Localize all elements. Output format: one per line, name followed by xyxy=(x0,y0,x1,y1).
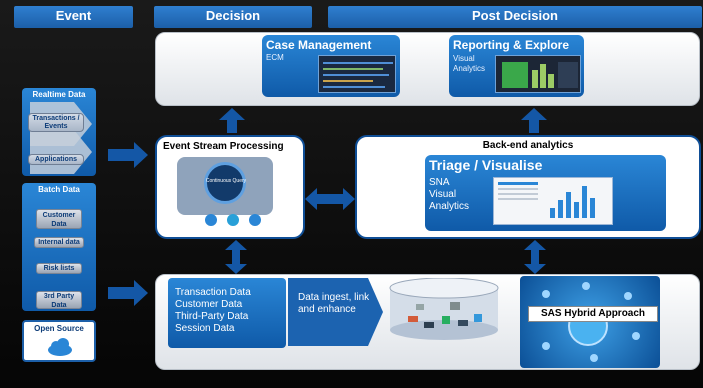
ecm-screenshot xyxy=(318,55,396,93)
realtime-data-box: Realtime Data Transactions / Events Appl… xyxy=(22,88,96,176)
data-line-transaction: Transaction Data xyxy=(175,287,251,298)
transactions-events-item: Transactions / Events xyxy=(28,113,84,132)
hybrid-node xyxy=(582,282,590,290)
reporting-explore-box: Reporting & Explore Visual Analytics xyxy=(449,35,584,97)
hybrid-node xyxy=(624,292,632,300)
header-post-decision: Post Decision xyxy=(328,6,702,28)
open-source-label: Open Source xyxy=(34,324,84,333)
esp-node-2 xyxy=(227,214,239,226)
batch-data-box: Batch Data Customer Data Internal data R… xyxy=(22,183,96,311)
arrow-right-upper xyxy=(108,142,148,168)
arrow-bidirectional-vertical-right xyxy=(524,240,546,274)
risk-lists-item: Risk lists xyxy=(36,263,82,274)
case-management-title: Case Management xyxy=(266,38,372,52)
reporting-subtitle-2: Analytics xyxy=(453,64,486,73)
triage-box: Triage / Visualise SNA Visual Analytics xyxy=(425,155,666,231)
case-management-subtitle: ECM xyxy=(266,53,284,62)
data-line-third-party: Third-Party Data xyxy=(175,311,249,322)
backend-title: Back-end analytics xyxy=(482,140,574,151)
data-ingest-arrow xyxy=(288,278,383,346)
event-stream-processing-box: Event Stream Processing Continuous Query xyxy=(155,135,305,239)
hybrid-node xyxy=(590,354,598,362)
reporting-subtitle-1: Visual xyxy=(453,54,475,63)
backend-analytics-box: Back-end analytics Triage / Visualise SN… xyxy=(355,135,701,239)
header-event: Event xyxy=(14,6,133,28)
open-source-box: Open Source xyxy=(22,320,96,362)
esp-node-1 xyxy=(205,214,217,226)
continuous-query-label: Continuous Query xyxy=(205,178,247,184)
sas-hybrid-label: SAS Hybrid Approach xyxy=(528,306,658,322)
applications-item: Applications xyxy=(28,154,84,165)
esp-title: Event Stream Processing xyxy=(163,141,284,152)
arrow-bidirectional-horizontal xyxy=(305,188,355,210)
internal-data-item: Internal data xyxy=(34,237,84,248)
case-management-box: Case Management ECM xyxy=(262,35,400,97)
continuous-query-circle xyxy=(204,162,246,204)
visual-analytics-screenshot xyxy=(495,55,581,93)
sas-hybrid-box xyxy=(520,276,660,368)
data-line-session: Session Data xyxy=(175,323,235,334)
triage-line-analytics: Analytics xyxy=(429,201,470,212)
reporting-title: Reporting & Explore xyxy=(453,38,570,52)
arrow-up-backend xyxy=(521,108,547,133)
customer-data-item: Customer Data xyxy=(36,209,82,229)
hybrid-node xyxy=(542,290,550,298)
triage-line-sna: SNA xyxy=(429,177,450,188)
triage-title: Triage / Visualise xyxy=(429,157,543,173)
hybrid-node xyxy=(632,332,640,340)
arrow-right-lower xyxy=(108,280,148,306)
cloud-icon xyxy=(48,338,72,356)
third-party-data-item: 3rd Party Data xyxy=(36,291,82,309)
database-cylinder xyxy=(389,278,499,340)
realtime-title: Realtime Data xyxy=(32,90,86,99)
arrow-bidirectional-vertical-left xyxy=(225,240,247,274)
data-line-customer: Customer Data xyxy=(175,299,243,310)
arrow-up-esp xyxy=(219,108,245,133)
esp-node-3 xyxy=(249,214,261,226)
triage-screenshot xyxy=(493,177,613,225)
data-sources-box: Transaction Data Customer Data Third-Par… xyxy=(168,278,286,348)
header-decision: Decision xyxy=(154,6,312,28)
batch-title: Batch Data xyxy=(38,185,80,194)
data-ingest-label: Data ingest, link and enhance xyxy=(298,292,370,315)
hybrid-node xyxy=(542,342,550,350)
triage-line-visual: Visual xyxy=(429,189,457,200)
top-panel xyxy=(155,32,700,106)
